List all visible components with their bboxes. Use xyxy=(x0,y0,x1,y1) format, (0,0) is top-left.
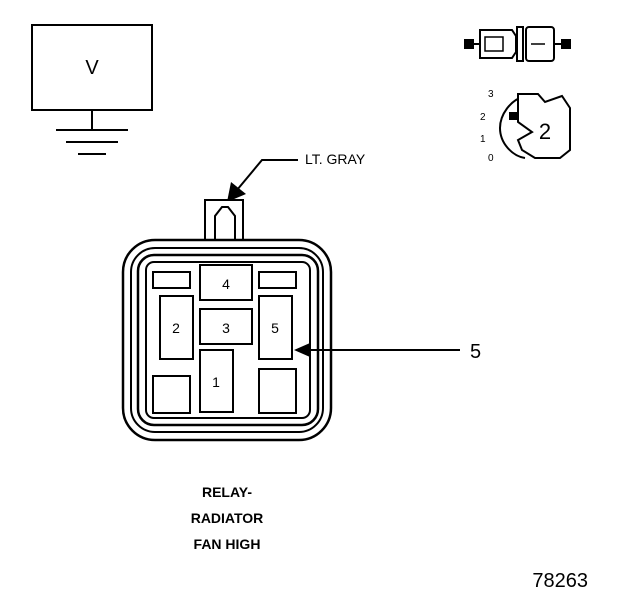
switch-position-1: 1 xyxy=(480,134,486,145)
switch-position-2: 2 xyxy=(480,112,486,123)
switch-position-0: 0 xyxy=(488,153,494,164)
cavity-bottom-left xyxy=(152,375,191,414)
pin-3: 3 xyxy=(199,308,253,345)
voltmeter-symbol: V xyxy=(85,57,99,79)
pin-callout xyxy=(294,343,460,357)
voltmeter: V xyxy=(31,24,153,155)
connector-face: 4 2 3 5 1 xyxy=(121,199,333,442)
switch-position-marker xyxy=(509,112,517,120)
switch-position-3: 3 xyxy=(488,89,494,100)
pin-5-label: 5 xyxy=(271,320,279,336)
figure-number: 78263 xyxy=(532,570,588,592)
wire-color-leader xyxy=(227,159,298,202)
switch-position-detail: 3 2 1 0 2 xyxy=(480,89,571,164)
pin-4: 4 xyxy=(199,264,253,301)
pin-1: 1 xyxy=(199,349,234,413)
pin-2: 2 xyxy=(159,295,194,360)
leader-arrow-icon xyxy=(227,182,246,202)
pin-2-label: 2 xyxy=(172,320,180,336)
caption-line-1: RELAY- xyxy=(202,484,252,500)
cavity-top-right xyxy=(258,271,297,289)
pin-5: 5 xyxy=(258,295,293,360)
wire-color-label: LT. GRAY xyxy=(305,151,366,167)
pin-1-label: 1 xyxy=(212,374,220,390)
pin-4-label: 4 xyxy=(222,276,230,292)
connector-side-icon xyxy=(464,26,571,62)
pin-3-label: 3 xyxy=(222,320,230,336)
switch-selected-number: 2 xyxy=(539,119,551,144)
ground-icon xyxy=(56,129,128,155)
cavity-bottom-right xyxy=(258,368,297,414)
cavity-top-left xyxy=(152,271,191,289)
callout-number: 5 xyxy=(470,341,481,363)
caption-line-3: FAN HIGH xyxy=(194,536,261,552)
callout-arrow-icon xyxy=(294,343,310,357)
caption-line-2: RADIATOR xyxy=(191,510,264,526)
